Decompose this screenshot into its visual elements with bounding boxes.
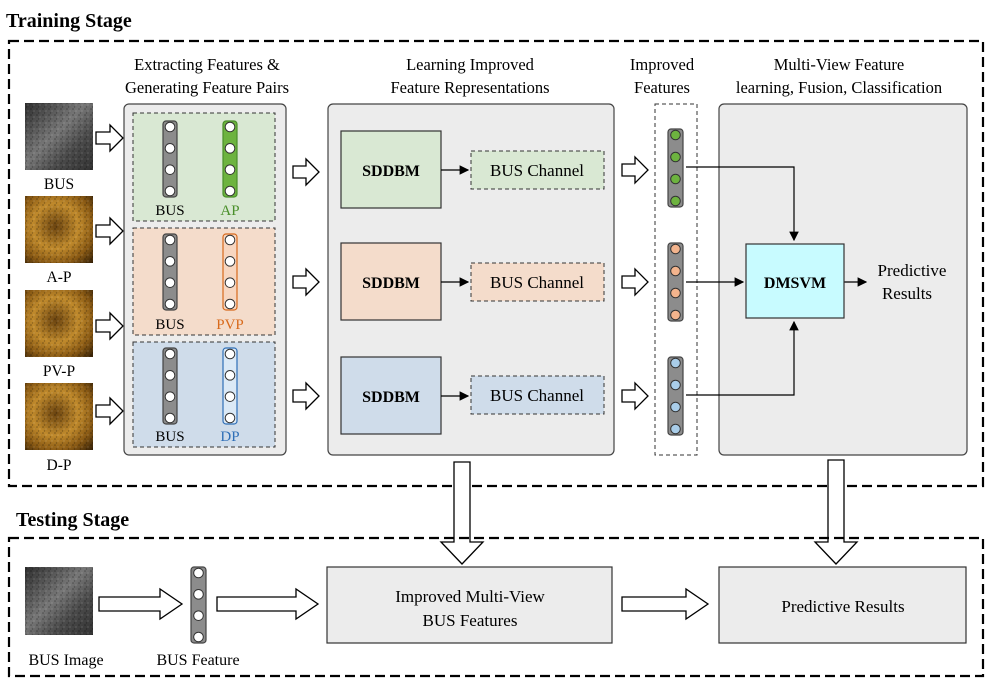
image-to-pair-arrows [95,123,124,426]
pair-right-label: DP [220,429,239,445]
improved-feature-stack [667,242,684,322]
input-image-pvp: PV-P [25,290,93,380]
input-image-ap: A-P [25,196,93,286]
svg-text:A-P: A-P [47,269,72,286]
bus-feature-stack [162,233,178,311]
sddbm-block-3: SDDBM [340,356,442,435]
col2-header: Learning Improved Feature Representation… [391,55,550,97]
training-result-label: Predictive Results [878,261,947,303]
test-bus-image: BUS Image [25,567,104,669]
pair-left-label: BUS [155,317,184,333]
training-stage-title: Training Stage [6,10,132,32]
svg-text:D-P: D-P [47,457,72,474]
svg-text:Feature Representations: Feature Representations [391,78,550,97]
sddbm-to-channel-arrows [441,165,470,401]
col1-header: Extracting Features & Generating Feature… [125,55,289,97]
svg-text:BUS Features: BUS Features [423,611,518,630]
feature-pair-pvp: BUS PVP [132,227,276,336]
pair-to-sddbm-arrows [292,157,320,411]
pair-right-label: PVP [216,317,244,333]
test-bus-feature: BUS Feature [156,652,239,669]
svg-text:Results: Results [882,284,932,303]
ceus-feature-stack [222,347,238,425]
improved-feature-stack [667,128,684,208]
svg-text:SDDBM: SDDBM [362,275,420,292]
bus-feature-stack [162,120,178,198]
svg-text:Learning Improved: Learning Improved [406,55,535,74]
bus-feature-stack [162,347,178,425]
bus-channel-2: BUS Channel [470,262,605,302]
svg-text:BUS Channel: BUS Channel [490,161,584,180]
feature-pair-ap: BUS AP [132,112,276,222]
pair-right-label: AP [220,203,239,219]
test-feature-stack [190,566,207,644]
bus-channel-1: BUS Channel [470,150,605,190]
test-flow-arrows [98,587,710,621]
training-stage-frame [7,39,985,488]
svg-text:Multi-View Feature: Multi-View Feature [774,55,905,74]
svg-text:Predictive Results: Predictive Results [781,597,904,616]
ceus-feature-stack [222,120,238,198]
svg-text:Extracting Features &: Extracting Features & [134,55,280,74]
svg-text:DMSVM: DMSVM [764,275,826,292]
test-result-box: Predictive Results [718,566,967,644]
svg-text:SDDBM: SDDBM [362,163,420,180]
channel-to-feature-arrows [621,155,649,411]
testing-stage-frame [7,536,985,678]
svg-text:Improved: Improved [630,55,695,74]
svg-text:Features: Features [634,78,690,97]
improved-multiview-box: Improved Multi-View BUS Features [326,566,613,644]
svg-text:Improved Multi-View: Improved Multi-View [395,587,545,606]
ceus-feature-stack [222,233,238,311]
col4-header: Multi-View Feature learning, Fusion, Cla… [736,55,942,97]
svg-text:PV-P: PV-P [43,363,75,380]
svg-text:Generating Feature Pairs: Generating Feature Pairs [125,78,289,97]
svg-text:BUS Feature: BUS Feature [156,652,239,669]
testing-stage-title: Testing Stage [16,509,129,531]
feature-pair-dp: BUS DP [132,341,276,448]
svg-text:BUS Channel: BUS Channel [490,386,584,405]
svg-text:BUS Channel: BUS Channel [490,273,584,292]
svg-text:learning, Fusion, Classificati: learning, Fusion, Classification [736,78,942,97]
train-to-test-arrows [439,459,859,565]
dmsvm-block: DMSVM [745,243,845,319]
sddbm-block-2: SDDBM [340,242,442,321]
input-image-bus: BUS [25,103,93,193]
sddbm-block-1: SDDBM [340,130,442,209]
svg-text:SDDBM: SDDBM [362,389,420,406]
col3-header: Improved Features [630,55,695,97]
svg-text:Predictive: Predictive [878,261,947,280]
input-image-dp: D-P [25,383,93,474]
improved-feature-stack [667,356,684,436]
pair-left-label: BUS [155,429,184,445]
svg-text:BUS: BUS [44,176,74,193]
pair-left-label: BUS [155,203,184,219]
svg-text:BUS Image: BUS Image [28,652,103,669]
bus-channel-3: BUS Channel [470,375,605,415]
feature-to-dmsvm-connectors [686,166,868,396]
